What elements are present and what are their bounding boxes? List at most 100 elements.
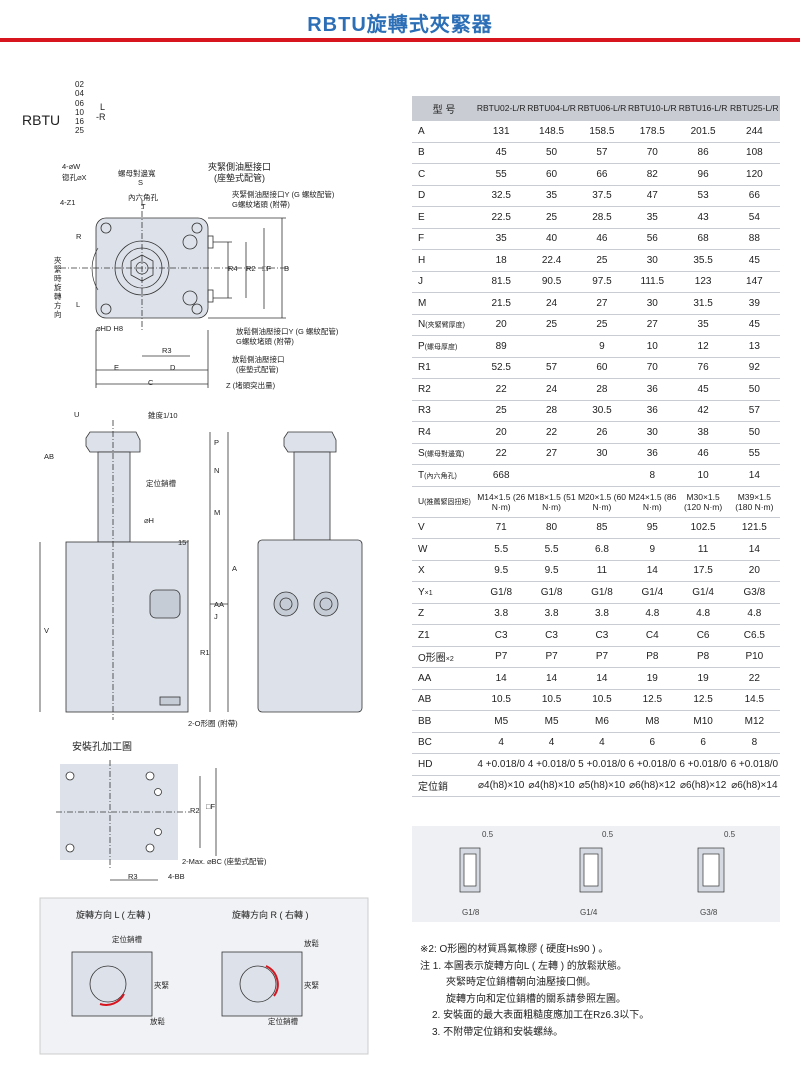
spec-cell: P8 <box>677 646 729 668</box>
spec-cell: 6 +0.018/0 <box>677 753 729 776</box>
spec-cell: 88 <box>728 228 780 250</box>
spec-cell: 668 <box>476 464 527 487</box>
spec-row-label: Z <box>412 603 476 625</box>
spec-cell: 42 <box>677 400 729 422</box>
spec-row-label: V <box>412 517 476 539</box>
spec-cell: 5 +0.018/0 <box>576 753 628 776</box>
label-release-port-y: 放鬆側油壓接口Y (G 螺紋配管) <box>236 327 339 336</box>
spec-cell: 14.5 <box>728 689 780 711</box>
spec-cell: 97.5 <box>576 271 628 293</box>
spec-cell: 89 <box>476 335 527 358</box>
spec-cell: M30×1.5 (120 N·m) <box>677 486 729 518</box>
spec-cell: 178.5 <box>627 120 678 143</box>
spec-cell: 22 <box>476 443 527 465</box>
spec-cell: 121.5 <box>728 517 780 539</box>
spec-cell: 13 <box>728 335 780 358</box>
spec-cell: 36 <box>627 378 678 401</box>
label-release-port-sub: (座墊式配管) <box>236 365 279 374</box>
spec-cell: 56 <box>627 228 678 250</box>
spec-row-label: X <box>412 560 476 582</box>
label-pin-groove: 定位銷槽 <box>146 479 176 488</box>
label-c: C <box>148 378 154 387</box>
label-angle: 15° <box>178 538 190 547</box>
label-d: D <box>170 363 176 372</box>
spec-cell: M12 <box>728 710 780 733</box>
spec-cell: 4 +0.018/0 <box>476 753 527 776</box>
label-ab: AB <box>44 452 55 461</box>
label-r1: R1 <box>200 648 210 657</box>
label-z-protrude: Z (堵頭突出量) <box>226 381 276 390</box>
spec-cell: 22.5 <box>476 206 527 229</box>
spec-cell: 30 <box>627 249 678 272</box>
spec-cell: 22 <box>728 667 780 690</box>
spec-cell: 22 <box>526 421 577 444</box>
spec-cell: 8 <box>627 464 678 487</box>
label-f: □F <box>262 264 272 273</box>
spec-cell: 46 <box>576 228 628 250</box>
spec-row-label: O形圈×2 <box>412 646 476 668</box>
spec-cell: 39 <box>728 292 780 315</box>
spec-row-label: AA <box>412 667 476 690</box>
spec-cell: 36 <box>627 443 678 465</box>
header-model: RBTU04-L/R <box>526 96 577 121</box>
spec-cell: 35 <box>627 206 678 229</box>
spec-cell: 54 <box>728 206 780 229</box>
spec-cell: 76 <box>677 357 729 379</box>
spec-cell: 66 <box>576 163 628 186</box>
spec-cell: M24×1.5 (86 N·m) <box>627 486 678 518</box>
spec-cell: 57 <box>526 357 577 379</box>
spec-cell: 244 <box>728 120 780 143</box>
spec-cell: 201.5 <box>677 120 729 143</box>
spec-cell: G1/4 <box>627 581 678 604</box>
header-model: RBTU06-L/R <box>576 96 628 121</box>
spec-cell <box>526 335 577 358</box>
label-clamp-port-sub: (座墊式配管) <box>214 173 265 183</box>
spec-cell: 22 <box>476 378 527 401</box>
spec-cell: ⌀5(h8)×10 <box>576 775 628 797</box>
spec-cell: 17.5 <box>677 560 729 582</box>
fit-g38: G3/8 <box>700 908 718 917</box>
label-u: U <box>74 410 80 419</box>
notes: ※2: O形圈的材質爲氟橡膠 ( 硬度Hs90 ) 。 注 1. 本圖表示旋轉方… <box>420 942 649 1041</box>
label-rot-dir: 夾緊時旋轉方向 <box>54 256 62 319</box>
spec-cell: 102.5 <box>677 517 729 539</box>
spec-row-label: R3 <box>412 400 476 422</box>
label-p: P <box>214 438 220 447</box>
spec-cell: 38 <box>677 421 729 444</box>
label-release-port-g: G螺紋堵頭 (附帶) <box>236 337 294 346</box>
spec-cell: 32.5 <box>476 185 527 207</box>
spec-cell: 35.5 <box>677 249 729 272</box>
spec-cell: 9 <box>627 538 678 561</box>
spec-cell: 20 <box>476 421 527 444</box>
spec-cell: 25 <box>576 249 628 272</box>
spec-row-label: B <box>412 142 476 164</box>
spec-cell: 27 <box>627 314 678 336</box>
spec-cell: C3 <box>476 624 527 647</box>
spec-cell: 60 <box>526 163 577 186</box>
spec-cell: C6 <box>677 624 729 647</box>
spec-cell: 4 <box>526 732 577 754</box>
spec-cell: 92 <box>728 357 780 379</box>
label-a: A <box>232 564 238 573</box>
spec-row-label: 定位銷 <box>412 775 476 797</box>
spec-cell: 19 <box>677 667 729 690</box>
spec-row-label: F <box>412 228 476 250</box>
spec-cell: 12.5 <box>677 689 729 711</box>
spec-cell: 35 <box>526 185 577 207</box>
header-model: RBTU02-L/R <box>476 96 527 121</box>
spec-cell: G1/8 <box>526 581 577 604</box>
spec-cell: 55 <box>476 163 527 186</box>
spec-cell: 14 <box>627 560 678 582</box>
fit-g14: G1/4 <box>580 908 598 917</box>
spec-cell: 47 <box>627 185 678 207</box>
fitting-detail-box: 0.5 0.5 0.5 G1/8 G1/4 G3/8 <box>412 826 780 922</box>
spec-cell: 82 <box>627 163 678 186</box>
